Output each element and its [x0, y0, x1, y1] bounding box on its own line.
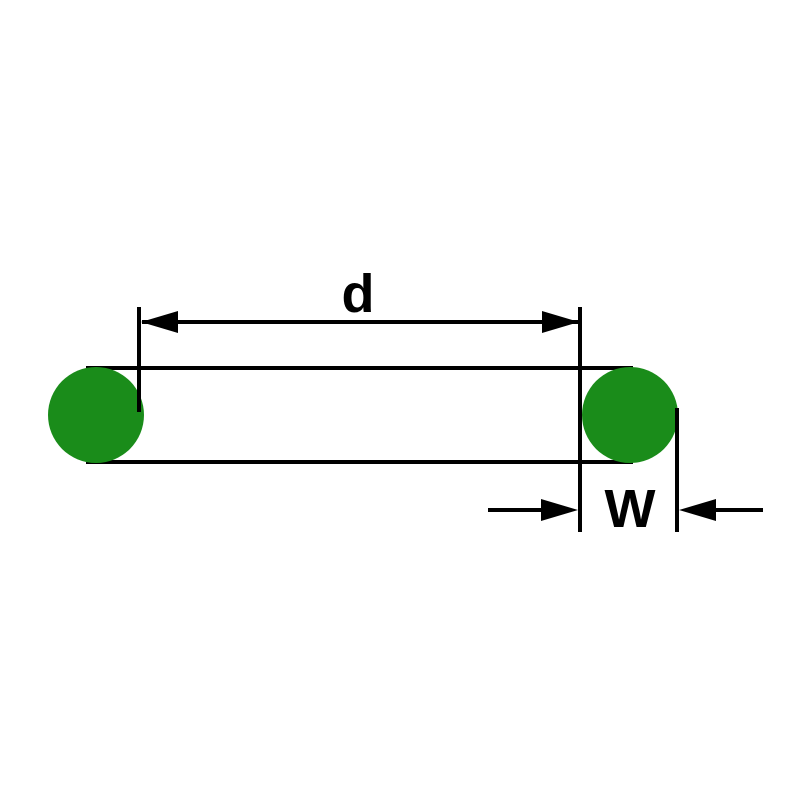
dim-w-arrowhead-right	[679, 499, 716, 521]
dim-w-label: W	[605, 479, 656, 539]
dimension-d-lines	[137, 307, 582, 532]
dim-d-arrowhead-right	[542, 311, 579, 333]
dimension-w: W	[488, 408, 763, 539]
o-ring-cross-section-left	[48, 367, 144, 463]
ring-profile-lines	[86, 366, 633, 464]
dim-d-label: d	[342, 264, 375, 324]
dim-w-arrowhead-left	[541, 499, 578, 521]
dim-d-arrowhead-left	[141, 311, 178, 333]
dimension-w-arrowheads	[541, 499, 716, 521]
ring-cross-sections	[48, 367, 678, 463]
dimension-d: d	[137, 264, 582, 532]
o-ring-cross-section-right	[582, 367, 678, 463]
dimension-d-arrowheads	[141, 311, 579, 333]
